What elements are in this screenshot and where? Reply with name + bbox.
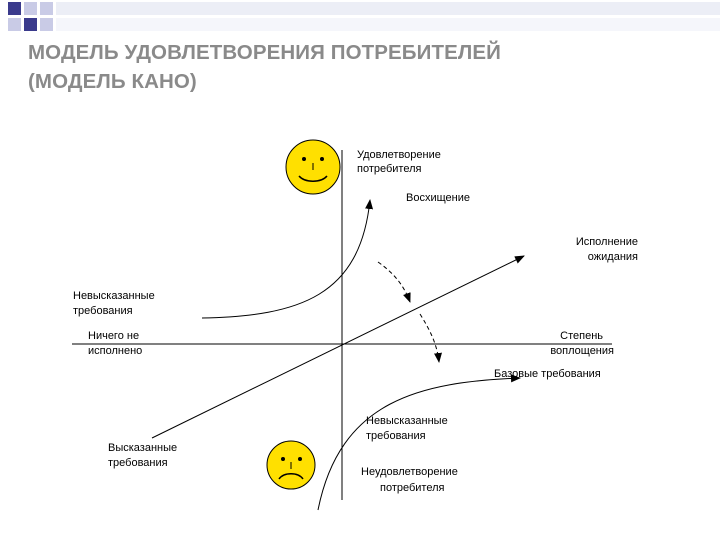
header-square: [40, 2, 53, 15]
not-fulfilled-label-line2: исполнено: [88, 345, 142, 357]
header-stripe: [56, 18, 720, 31]
dissatisfaction-label-line1: Неудовлетворение: [361, 466, 458, 478]
header-square: [24, 18, 37, 31]
header-stripe: [56, 2, 720, 15]
unspoken-upper-label-line2: требования: [73, 305, 133, 317]
transition-arrow: [377, 261, 411, 303]
spoken-label-line2: требования: [108, 457, 168, 469]
delight-label: Восхищение: [406, 192, 470, 204]
performance-line: [151, 255, 525, 439]
unspoken-lower-label-line1: Невысказанные: [366, 415, 448, 427]
fulfillment-label-line1: Степень: [560, 330, 603, 342]
title-line-1: МОДЕЛЬ УДОВЛЕТВОРЕНИЯ ПОТРЕБИТЕЛЕЙ: [28, 41, 501, 64]
basic-label: Базовые требования: [494, 368, 601, 380]
header-square: [8, 2, 21, 15]
satisfaction-label-line2: потребителя: [357, 163, 422, 175]
title-line-2: (МОДЕЛЬ КАНО): [28, 70, 197, 93]
sad-face-icon: [266, 440, 316, 490]
delight-curve: [201, 199, 374, 319]
header-square: [8, 18, 21, 31]
header-decoration: [0, 0, 720, 34]
page-title: МОДЕЛЬ УДОВЛЕТВОРЕНИЯ ПОТРЕБИТЕЛЕЙ (МОДЕ…: [28, 38, 668, 96]
header-square: [24, 2, 37, 15]
happy-face-icon: [285, 139, 341, 195]
not-fulfilled-label-line1: Ничего не: [88, 330, 139, 342]
unspoken-lower-label-line2: требования: [366, 430, 426, 442]
performance-label-line1: Исполнение: [576, 236, 638, 248]
performance-label-line2: ожидания: [588, 251, 638, 263]
transition-arrow: [419, 313, 442, 363]
satisfaction-label-line1: Удовлетворение: [357, 149, 441, 161]
header-square: [40, 18, 53, 31]
dissatisfaction-label-line2: потребителя: [380, 482, 445, 494]
fulfillment-label-line2: воплощения: [550, 345, 614, 357]
spoken-label-line1: Высказанные: [108, 442, 177, 454]
basic-curve: [317, 374, 521, 511]
unspoken-upper-label-line1: Невысказанные: [73, 290, 155, 302]
